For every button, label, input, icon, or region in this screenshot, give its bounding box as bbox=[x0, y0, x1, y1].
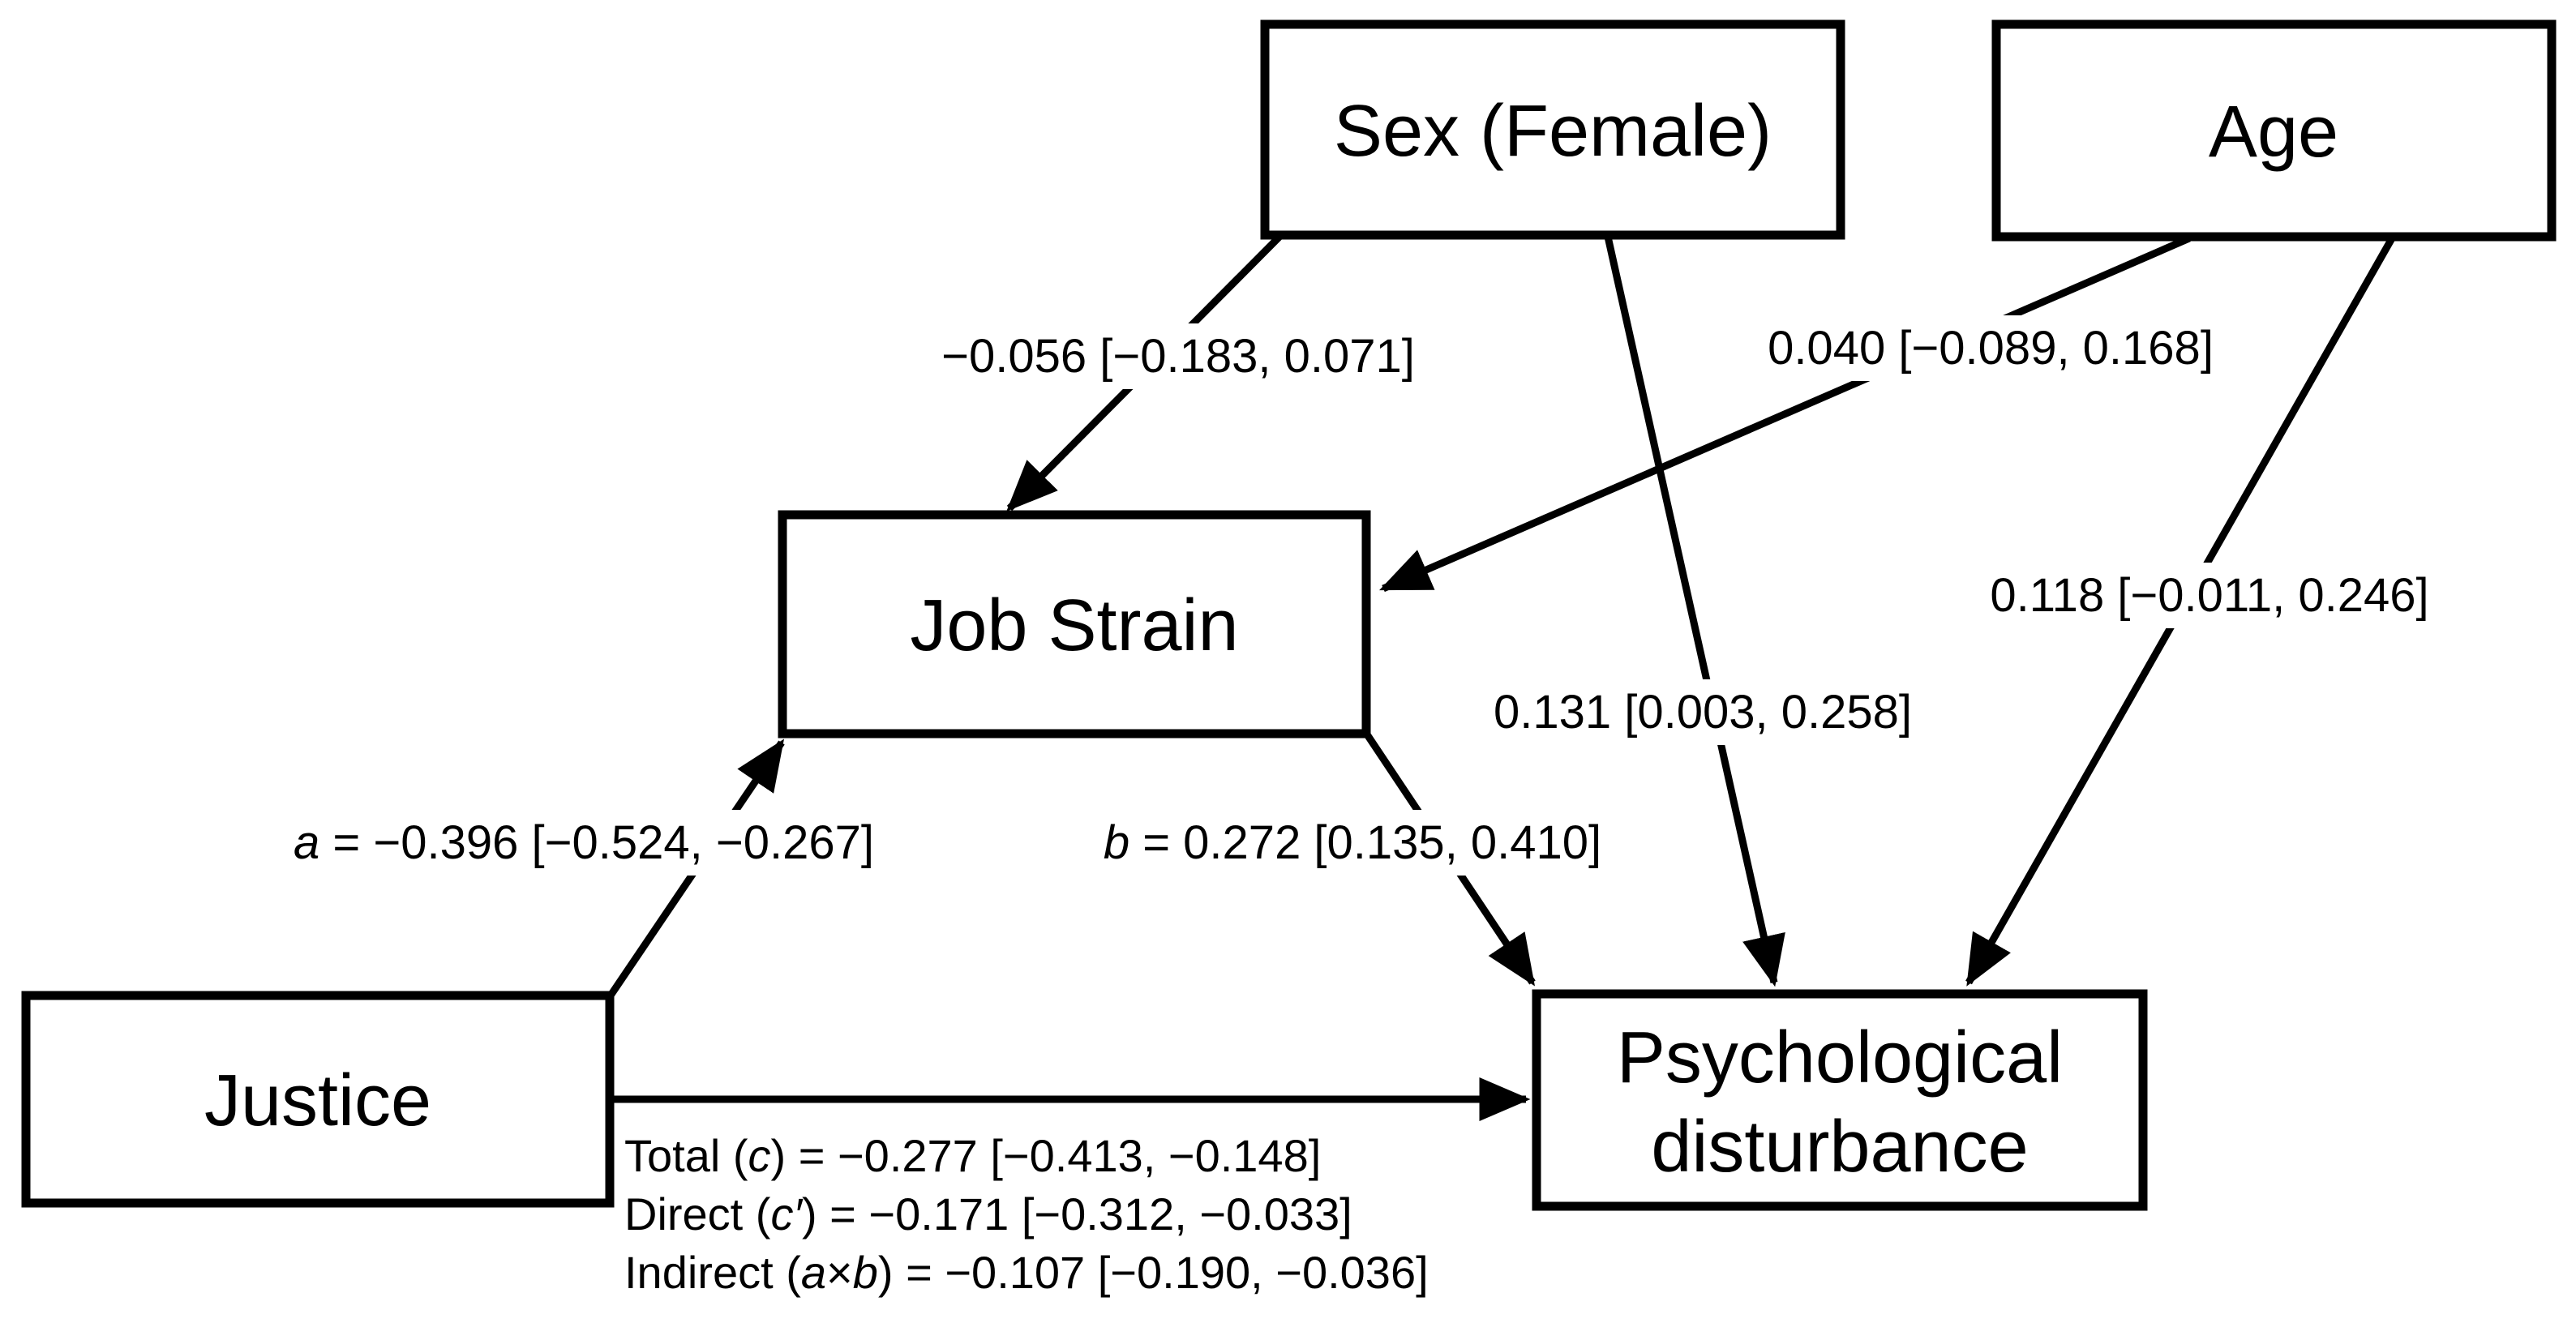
label-background bbox=[1485, 679, 1920, 745]
nodes: Sex (Female) Age Job Strain Justice Psyc… bbox=[21, 19, 2557, 1211]
sex-box bbox=[1260, 19, 1845, 240]
label-age-to-psych: 0.118 [−0.011, 0.246] bbox=[1990, 569, 2428, 622]
edge-labels: −0.056 [−0.183, 0.071] 0.040 [−0.089, 0.… bbox=[285, 315, 2437, 1298]
sex-box-label: Sex (Female) bbox=[1334, 91, 1772, 172]
arrow-sex-to-psych bbox=[1604, 236, 1785, 987]
node-psych: Psychological disturbance bbox=[1532, 989, 2148, 1211]
label-total-effect: Total (c) = −0.277 [−0.413, −0.148] bbox=[624, 1130, 1321, 1181]
job-strain-box-label: Job Strain bbox=[910, 585, 1238, 666]
node-justice: Justice bbox=[21, 991, 615, 1208]
label-background bbox=[285, 810, 882, 876]
age-box bbox=[1991, 19, 2557, 242]
label-indirect-effect: Indirect (a×b) = −0.107 [−0.190, −0.036] bbox=[624, 1247, 1429, 1298]
label-path-a: a = −0.396 [−0.524, −0.267] bbox=[294, 816, 874, 869]
label-background bbox=[1759, 315, 2222, 381]
psych-box bbox=[1532, 989, 2148, 1211]
label-sex-to-psych: 0.131 [0.003, 0.258] bbox=[1494, 686, 1912, 739]
label-age-to-job-strain: 0.040 [−0.089, 0.168] bbox=[1768, 322, 2214, 375]
psych-box-label-line1: Psychological bbox=[1617, 1017, 2063, 1098]
node-sex: Sex (Female) bbox=[1260, 19, 1845, 240]
justice-box-label: Justice bbox=[204, 1060, 431, 1141]
label-direct-effect: Direct (c′) = −0.171 [−0.312, −0.033] bbox=[624, 1188, 1352, 1240]
arrow-age-to-job-strain bbox=[1379, 234, 2191, 593]
psych-box-label-line2: disturbance bbox=[1651, 1107, 2028, 1188]
label-sex-to-job-strain: −0.056 [−0.183, 0.071] bbox=[941, 330, 1415, 383]
node-job-strain: Job Strain bbox=[778, 510, 1371, 739]
job-strain-box bbox=[778, 510, 1371, 739]
label-background bbox=[1095, 810, 1610, 876]
label-background bbox=[1982, 563, 2437, 628]
age-box-label: Age bbox=[2209, 92, 2338, 173]
node-age: Age bbox=[1991, 19, 2557, 242]
label-total-direct-indirect: Total (c) = −0.277 [−0.413, −0.148] Dire… bbox=[624, 1130, 1429, 1298]
justice-box bbox=[21, 991, 615, 1208]
label-path-b: b = 0.272 [0.135, 0.410] bbox=[1104, 816, 1601, 869]
label-background bbox=[933, 323, 1423, 389]
